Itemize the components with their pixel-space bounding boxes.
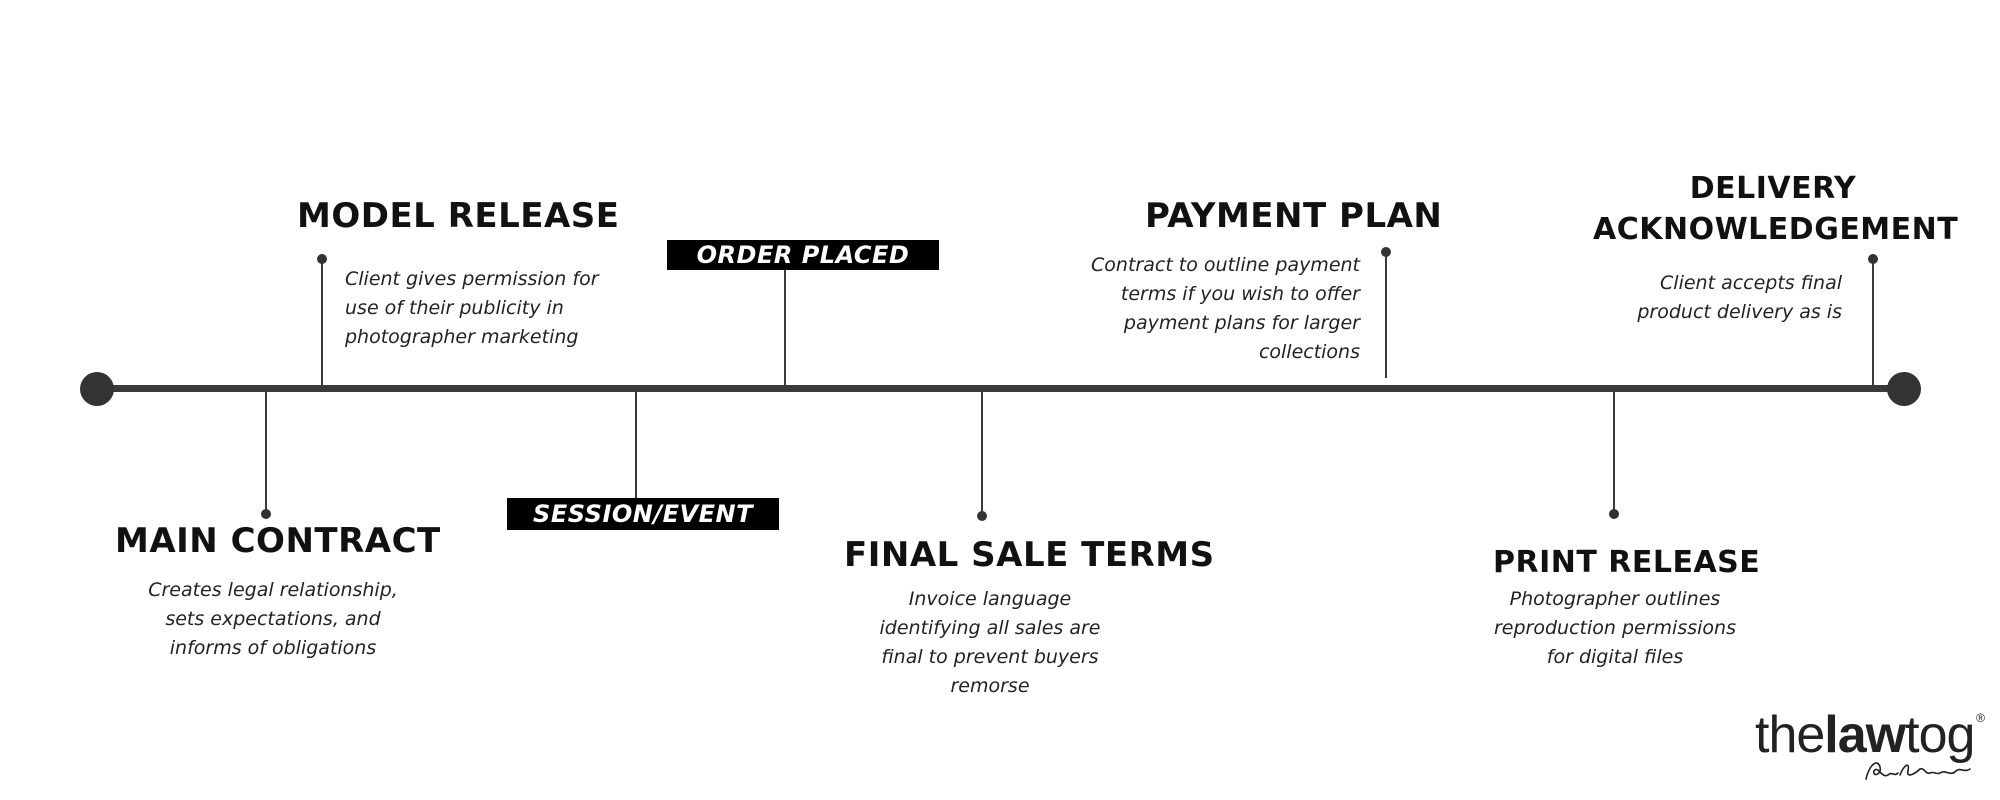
timeline-start-dot — [80, 372, 114, 406]
model-release-connector — [321, 258, 323, 388]
final-sale-terms-connector — [981, 390, 983, 516]
main-contract-marker-dot — [261, 509, 271, 519]
timeline-line — [96, 385, 1906, 392]
delivery-acknowledgement-marker-dot — [1868, 254, 1878, 264]
logo-wordmark: thelawtog — [1755, 705, 1975, 765]
main-contract-title: MAIN CONTRACT — [115, 521, 441, 561]
session-event-label: SESSION/EVENT — [507, 498, 779, 530]
main-contract-connector — [265, 390, 267, 514]
final-sale-terms-description: Invoice language identifying all sales a… — [840, 585, 1140, 701]
print-release-marker-dot — [1609, 509, 1619, 519]
session-event-connector — [635, 390, 637, 498]
payment-plan-connector — [1385, 254, 1387, 378]
final-sale-terms-desc-line: identifying all sales are — [879, 617, 1101, 639]
registered-mark: ® — [1976, 711, 1985, 725]
model-release-desc-line: Client gives permission for — [345, 268, 599, 290]
payment-plan-description: Contract to outline payment terms if you… — [1060, 251, 1360, 367]
final-sale-terms-title: FINAL SALE TERMS — [844, 535, 1215, 575]
final-sale-terms-desc-line: final to prevent buyers — [881, 646, 1099, 668]
main-contract-description: Creates legal relationship, sets expecta… — [123, 576, 423, 663]
thelawtog-logo: thelawtog ® — [1755, 705, 1985, 785]
delivery-acknowledgement-title: DELIVERY ACKNOWLEDGEMENT — [1593, 168, 1959, 250]
logo-bold-text: law — [1824, 706, 1906, 764]
print-release-connector — [1613, 390, 1615, 514]
main-contract-desc-line: informs of obligations — [169, 637, 377, 659]
model-release-marker-dot — [317, 254, 327, 264]
print-release-description: Photographer outlines reproduction permi… — [1465, 585, 1765, 672]
signature-icon — [1865, 762, 1971, 780]
delivery-acknowledgement-title-line: ACKNOWLEDGEMENT — [1593, 212, 1959, 247]
payment-plan-desc-line: collections — [1258, 341, 1360, 363]
model-release-description: Client gives permission for use of their… — [345, 265, 625, 352]
print-release-desc-line: for digital files — [1546, 646, 1684, 668]
print-release-desc-line: reproduction permissions — [1494, 617, 1736, 639]
print-release-title: PRINT RELEASE — [1493, 545, 1761, 580]
payment-plan-title: PAYMENT PLAN — [1145, 196, 1443, 236]
main-contract-desc-line: sets expectations, and — [165, 608, 381, 630]
model-release-title: MODEL RELEASE — [297, 196, 620, 236]
logo-thin-text: the — [1755, 706, 1825, 764]
payment-plan-desc-line: Contract to outline payment — [1091, 254, 1360, 276]
order-placed-connector — [784, 268, 786, 388]
delivery-acknowledgement-desc-line: product delivery as is — [1637, 301, 1842, 323]
final-sale-terms-desc-line: Invoice language — [908, 588, 1072, 610]
payment-plan-desc-line: terms if you wish to offer — [1120, 283, 1360, 305]
final-sale-terms-marker-dot — [977, 511, 987, 521]
payment-plan-marker-dot — [1381, 247, 1391, 257]
delivery-acknowledgement-title-line: DELIVERY — [1689, 171, 1857, 206]
timeline-end-dot — [1887, 372, 1921, 406]
logo-thin-text-2: tog — [1905, 706, 1975, 764]
delivery-acknowledgement-connector — [1872, 260, 1874, 386]
payment-plan-desc-line: payment plans for larger — [1123, 312, 1360, 334]
order-placed-label: ORDER PLACED — [667, 240, 939, 270]
model-release-desc-line: photographer marketing — [345, 326, 579, 348]
delivery-acknowledgement-description: Client accepts final product delivery as… — [1560, 269, 1842, 327]
final-sale-terms-desc-line: remorse — [950, 675, 1030, 697]
delivery-acknowledgement-desc-line: Client accepts final — [1660, 272, 1842, 294]
main-contract-desc-line: Creates legal relationship, — [148, 579, 398, 601]
model-release-desc-line: use of their publicity in — [345, 297, 564, 319]
print-release-desc-line: Photographer outlines — [1509, 588, 1721, 610]
